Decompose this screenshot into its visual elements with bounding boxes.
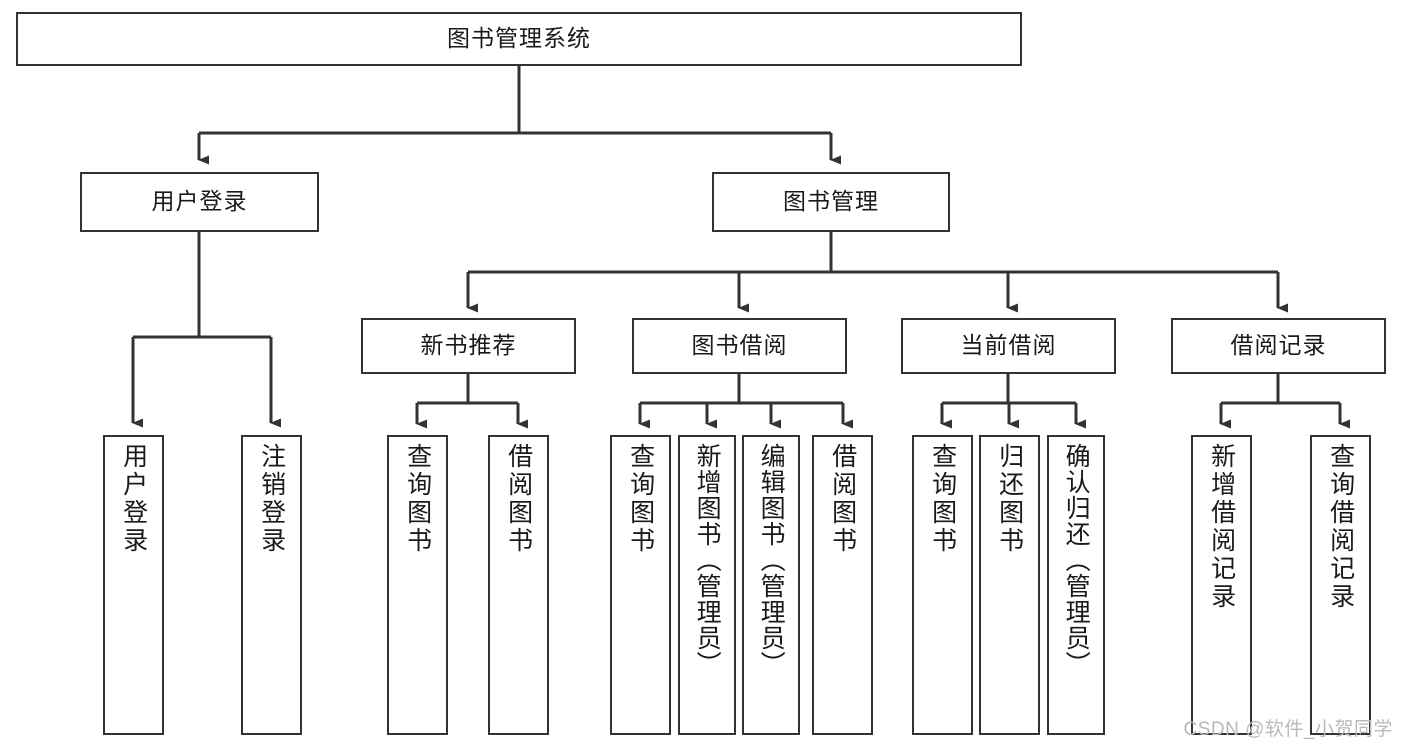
node-borrow-records[interactable]: 借阅记录 [1171,318,1386,374]
node-current-borrow-label: 当前借阅 [960,332,1057,359]
leaf-query-borrow-record[interactable]: 查询借阅记录 [1310,435,1371,735]
node-new-book-recommend-label: 新书推荐 [420,332,517,359]
leaf-logout-label: 注销登录 [257,443,286,555]
leaf-query-books-borrow-label: 查询图书 [626,443,655,555]
leaf-query-books-newbook-label: 查询图书 [403,443,432,555]
leaf-return-books-label: 归还图书 [995,443,1024,555]
leaf-borrow-books-newbook[interactable]: 借阅图书 [488,435,549,735]
leaf-add-borrow-record-label: 新增借阅记录 [1207,443,1236,611]
node-current-borrow[interactable]: 当前借阅 [901,318,1116,374]
leaf-logout[interactable]: 注销登录 [241,435,302,735]
node-book-management[interactable]: 图书管理 [712,172,950,232]
node-root-label: 图书管理系统 [447,25,591,52]
leaf-query-borrow-record-label: 查询借阅记录 [1326,443,1355,611]
leaf-add-book-admin[interactable]: 新增图书（管理员） [678,435,736,735]
leaf-user-login[interactable]: 用户登录 [103,435,164,735]
leaf-add-book-admin-label: 新增图书（管理员） [693,443,722,677]
node-user-login-label: 用户登录 [151,188,248,215]
csdn-watermark: CSDN @软件_小贺同学 [1183,719,1393,740]
leaf-return-books[interactable]: 归还图书 [979,435,1040,735]
leaf-confirm-return-admin-label: 确认归还（管理员） [1062,443,1091,677]
leaf-borrow-books-borrow-label: 借阅图书 [828,443,857,555]
leaf-add-borrow-record[interactable]: 新增借阅记录 [1191,435,1252,735]
leaf-query-books-borrow[interactable]: 查询图书 [610,435,671,735]
node-book-borrow[interactable]: 图书借阅 [632,318,847,374]
leaf-confirm-return-admin[interactable]: 确认归还（管理员） [1047,435,1105,735]
leaf-user-login-label: 用户登录 [119,443,148,555]
leaf-edit-book-admin-label: 编辑图书（管理员） [757,443,786,677]
node-book-borrow-label: 图书借阅 [691,332,788,359]
leaf-query-books-current[interactable]: 查询图书 [912,435,973,735]
leaf-borrow-books-borrow[interactable]: 借阅图书 [812,435,873,735]
node-user-login[interactable]: 用户登录 [80,172,319,232]
leaf-borrow-books-newbook-label: 借阅图书 [504,443,533,555]
leaf-query-books-current-label: 查询图书 [928,443,957,555]
leaf-edit-book-admin[interactable]: 编辑图书（管理员） [742,435,800,735]
node-root[interactable]: 图书管理系统 [16,12,1022,66]
node-borrow-records-label: 借阅记录 [1230,332,1327,359]
node-book-management-label: 图书管理 [783,188,879,215]
leaf-query-books-newbook[interactable]: 查询图书 [387,435,448,735]
node-new-book-recommend[interactable]: 新书推荐 [361,318,576,374]
